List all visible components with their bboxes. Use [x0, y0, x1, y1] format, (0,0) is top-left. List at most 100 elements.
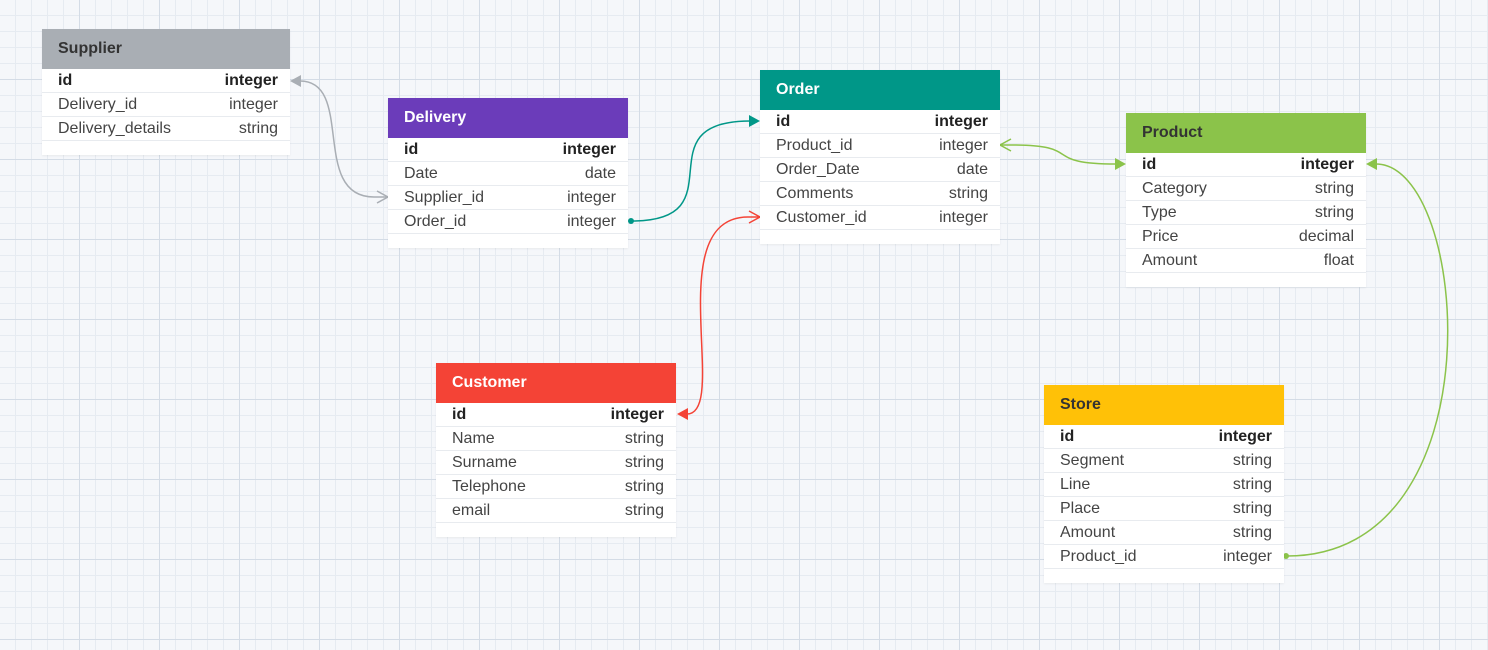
column-row[interactable]: Telephone string: [436, 475, 676, 499]
column-name: Telephone: [452, 478, 526, 495]
column-row[interactable]: Line string: [1044, 473, 1284, 497]
column-type: string: [238, 120, 278, 137]
column-type: integer: [562, 141, 616, 158]
column-type: date: [584, 165, 616, 182]
customer-table-footer: [436, 523, 676, 537]
column-type: string: [948, 185, 988, 202]
column-type: integer: [567, 189, 616, 206]
column-type: integer: [939, 209, 988, 226]
column-row[interactable]: Order_id integer: [388, 210, 628, 234]
column-type: string: [624, 454, 664, 471]
supplier-table-footer: [42, 141, 290, 155]
column-row[interactable]: Order_Date date: [760, 158, 1000, 182]
column-row[interactable]: Product_id integer: [760, 134, 1000, 158]
column-row[interactable]: Surname string: [436, 451, 676, 475]
store-table-footer: [1044, 569, 1284, 583]
column-row[interactable]: Name string: [436, 427, 676, 451]
column-row[interactable]: Type string: [1126, 201, 1366, 225]
column-name: Name: [452, 430, 495, 447]
connector-delivery-order[interactable]: [628, 115, 760, 224]
column-type: string: [1314, 180, 1354, 197]
order-table-footer: [760, 230, 1000, 244]
column-name: Supplier_id: [404, 189, 485, 206]
column-type: string: [624, 478, 664, 495]
column-name: id: [776, 113, 791, 130]
column-row[interactable]: Amount float: [1126, 249, 1366, 273]
column-type: integer: [934, 113, 988, 130]
column-name: Order_id: [404, 213, 467, 230]
column-row[interactable]: Delivery_id integer: [42, 93, 290, 117]
column-name: Comments: [776, 185, 854, 202]
column-type: float: [1323, 252, 1354, 269]
column-type: decimal: [1298, 228, 1354, 245]
column-name: Type: [1142, 204, 1177, 221]
column-type: integer: [939, 137, 988, 154]
column-name: Amount: [1060, 524, 1116, 541]
column-type: integer: [610, 406, 664, 423]
connector-delivery-supplier[interactable]: [290, 75, 390, 204]
column-name: Line: [1060, 476, 1091, 493]
delivery-table-footer: [388, 234, 628, 248]
column-row[interactable]: Date date: [388, 162, 628, 186]
column-name: id: [452, 406, 467, 423]
column-row[interactable]: Comments string: [760, 182, 1000, 206]
column-name: Delivery_id: [58, 96, 138, 113]
column-type: string: [624, 502, 664, 519]
column-type: string: [1232, 476, 1272, 493]
column-type: string: [1232, 524, 1272, 541]
store-table-header[interactable]: Store: [1044, 385, 1284, 425]
column-name: Order_Date: [776, 161, 860, 178]
column-row[interactable]: email string: [436, 499, 676, 523]
customer-table-header[interactable]: Customer: [436, 363, 676, 403]
column-row[interactable]: Customer_id integer: [760, 206, 1000, 230]
column-row[interactable]: Price decimal: [1126, 225, 1366, 249]
column-type: integer: [229, 96, 278, 113]
column-type: date: [956, 161, 988, 178]
delivery-table-header[interactable]: Delivery: [388, 98, 628, 138]
column-type: integer: [1223, 548, 1272, 565]
connector-order-product[interactable]: [998, 138, 1126, 170]
column-row[interactable]: Delivery_details string: [42, 117, 290, 141]
column-type: string: [1232, 500, 1272, 517]
product-table-header[interactable]: Product: [1126, 113, 1366, 153]
order-table-header[interactable]: Order: [760, 70, 1000, 110]
connector-order-customer[interactable]: [677, 210, 762, 420]
column-name: id: [1060, 428, 1075, 445]
column-name: Product_id: [776, 137, 853, 154]
column-name: Delivery_details: [58, 120, 171, 137]
column-name: Price: [1142, 228, 1179, 245]
column-row[interactable]: Amount string: [1044, 521, 1284, 545]
column-type: integer: [567, 213, 616, 230]
supplier-table-header[interactable]: Supplier: [42, 29, 290, 69]
column-name: Customer_id: [776, 209, 867, 226]
column-row[interactable]: id integer: [760, 110, 1000, 134]
column-type: integer: [1218, 428, 1272, 445]
column-name: Category: [1142, 180, 1207, 197]
column-type: integer: [1300, 156, 1354, 173]
column-name: Segment: [1060, 452, 1125, 469]
column-row[interactable]: id integer: [1044, 425, 1284, 449]
column-row[interactable]: Segment string: [1044, 449, 1284, 473]
column-row[interactable]: Supplier_id integer: [388, 186, 628, 210]
column-type: string: [1314, 204, 1354, 221]
column-row[interactable]: id integer: [436, 403, 676, 427]
column-name: Date: [404, 165, 438, 182]
column-row[interactable]: Category string: [1126, 177, 1366, 201]
column-name: Amount: [1142, 252, 1198, 269]
column-name: email: [452, 502, 491, 519]
column-name: Surname: [452, 454, 517, 471]
column-type: string: [624, 430, 664, 447]
column-name: id: [58, 72, 73, 89]
column-type: string: [1232, 452, 1272, 469]
